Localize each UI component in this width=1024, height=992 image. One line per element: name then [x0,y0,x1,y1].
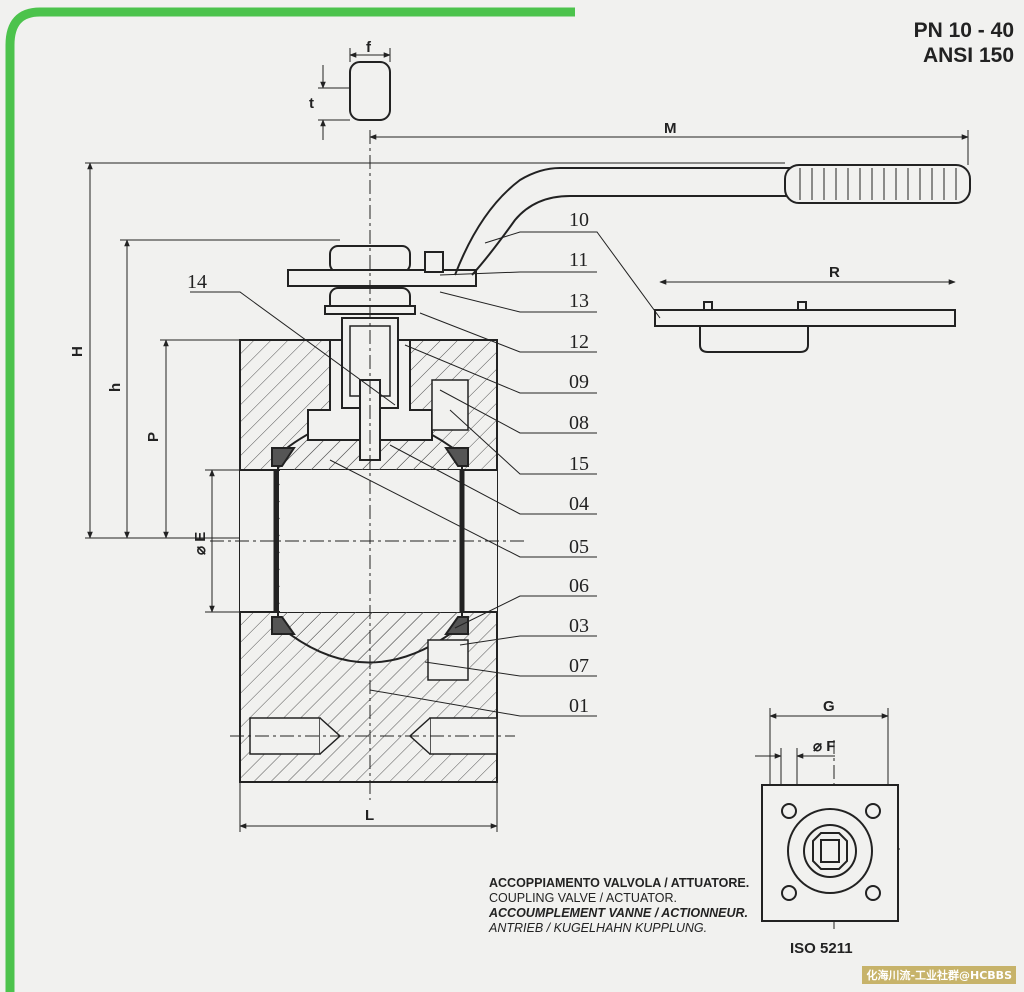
dimension-lines [85,48,969,832]
stem-top [349,61,391,121]
lever-top-view [654,301,956,353]
caption-en: COUPLING VALVE / ACTUATOR. [489,891,678,905]
part-03: 03 [569,615,589,637]
part-08: 08 [569,412,589,434]
caption-it: ACCOPPIAMENTO VALVOLA / ATTUATORE. [489,876,750,890]
part-13: 13 [569,290,589,312]
part-labels: 10 11 13 12 09 08 15 04 05 06 03 07 01 1… [187,209,589,717]
dimension-labels: f t M R L G ⌀ F H h P ⌀ E [69,39,840,824]
dim-t: t [309,95,314,112]
part-10: 10 [569,209,589,231]
leader-lines [190,231,661,717]
seat-upper-right [444,447,469,467]
dim-G: G [823,698,835,715]
part-06: 06 [569,575,589,597]
part-04: 04 [569,493,589,515]
caption-de: ANTRIEB / KUGELHAHN KUPPLUNG. [489,921,708,935]
coupling-caption: ACCOPPIAMENTO VALVOLA / ATTUATORE. COUPL… [489,876,749,936]
seat-lower-right [444,616,469,635]
lever-grip [784,164,971,204]
rating-ansi: ANSI 150 [922,44,1014,67]
part-05: 05 [569,536,589,558]
dim-h: h [107,383,124,392]
part-07: 07 [569,655,589,677]
part-14: 14 [187,271,207,293]
iso-flange [761,784,899,922]
lever-plate [287,269,477,287]
dim-M: M [664,120,677,137]
seat-upper-left [271,447,296,467]
stem-assembly [287,61,971,315]
iso-label: ISO 5211 [790,940,853,957]
rating-pn: PN 10 - 40 [913,19,1014,42]
dim-f: f [366,39,372,56]
dim-E: ⌀ E [192,532,209,555]
dim-L: L [365,807,374,824]
part-09: 09 [569,371,589,393]
pressure-rating: PN 10 - 40 ANSI 150 [914,18,1014,68]
part-11: 11 [569,249,588,271]
dim-R: R [829,264,840,281]
watermark: 化海川流-工业社群@HCBBS [862,966,1016,984]
dim-F: ⌀ F [813,738,835,755]
part-15: 15 [569,453,589,475]
part-01: 01 [569,695,589,717]
green-frame [5,7,575,992]
part-12: 12 [569,331,589,353]
dim-H: H [69,346,86,357]
lever-arm [454,167,791,276]
caption-fr: ACCOUMPLEMENT VANNE / ACTIONNEUR. [489,906,749,920]
valve-body [239,317,498,783]
seat-lower-left [271,616,296,635]
dim-P: P [145,432,162,442]
